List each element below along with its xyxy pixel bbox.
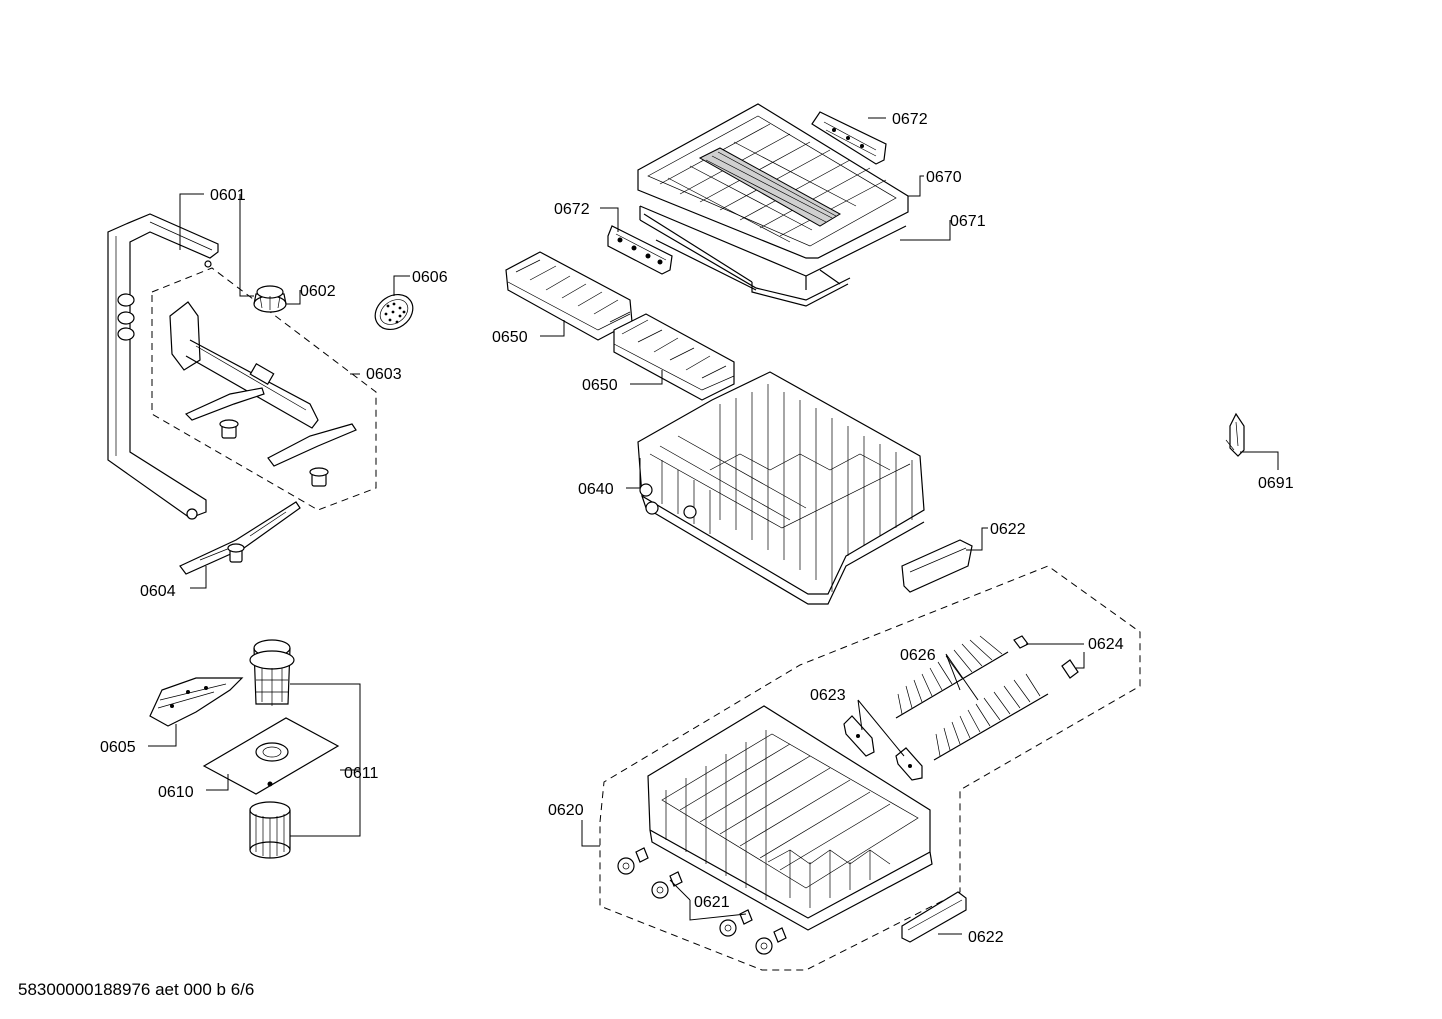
part-0672-end-cap-top bbox=[811, 111, 887, 165]
leader-0621 bbox=[669, 879, 747, 921]
part-0671-drawer-rail-frame bbox=[639, 213, 851, 307]
part-0624-clip-bottom bbox=[1061, 659, 1079, 679]
leader-0670 bbox=[908, 175, 924, 197]
leader-lines bbox=[148, 117, 1279, 935]
leader-0611 bbox=[290, 683, 361, 837]
part-0650-cup-shelf-upper bbox=[505, 251, 633, 341]
callout-0650-upper: 0650 bbox=[492, 329, 528, 346]
leader-0640 bbox=[626, 458, 641, 489]
callout-0672-left: 0672 bbox=[554, 201, 590, 218]
callout-0602: 0602 bbox=[300, 283, 336, 300]
part-0602-connector bbox=[253, 285, 287, 313]
part-0691-hook-clip bbox=[1225, 412, 1245, 457]
part-0623-tine-holder-left bbox=[843, 715, 875, 757]
part-0620-lower-basket bbox=[647, 705, 933, 931]
leader-0672-left bbox=[600, 207, 619, 232]
part-0601-supply-pipe bbox=[107, 213, 219, 520]
leader-0602 bbox=[239, 194, 301, 305]
callout-0623: 0623 bbox=[810, 687, 846, 704]
callout-0622-top: 0622 bbox=[990, 521, 1026, 538]
leader-0620 bbox=[581, 820, 600, 847]
part-0611-filter-cylinder bbox=[249, 639, 295, 706]
leader-0623 bbox=[857, 699, 905, 757]
callout-0604: 0604 bbox=[140, 583, 176, 600]
leader-0610 bbox=[206, 774, 229, 791]
document-id-footer: 58300000188976 aet 000 b 6/6 bbox=[18, 980, 255, 999]
callout-0672-top: 0672 bbox=[892, 111, 928, 128]
leader-0650-lower bbox=[630, 370, 663, 385]
leader-0622-top bbox=[966, 527, 988, 551]
leader-0606 bbox=[393, 275, 410, 296]
callout-0626: 0626 bbox=[900, 647, 936, 664]
part-0650-cup-shelf-lower bbox=[613, 313, 735, 401]
part-0610-flat-filter bbox=[202, 717, 340, 795]
leader-0626 bbox=[945, 653, 979, 701]
callout-0640: 0640 bbox=[578, 481, 614, 498]
group-border-0620 bbox=[599, 565, 1141, 971]
part-0605-micro-filter-plate bbox=[149, 677, 244, 727]
leader-0605 bbox=[148, 724, 177, 747]
callout-0622-bottom: 0622 bbox=[968, 929, 1004, 946]
callout-0621: 0621 bbox=[694, 894, 730, 911]
callout-0624: 0624 bbox=[1088, 636, 1124, 653]
part-0623-tine-holder-right bbox=[895, 747, 923, 781]
callout-0601: 0601 bbox=[210, 187, 246, 204]
part-0604-lower-spray-arm bbox=[179, 501, 301, 575]
part-0672-end-cap-left bbox=[607, 225, 673, 275]
callout-labels: 0601 0602 0606 0603 0604 0605 0610 0611 … bbox=[100, 111, 1294, 946]
part-0622-handle-bottom bbox=[901, 891, 967, 943]
leader-0624 bbox=[1026, 643, 1085, 669]
part-0624-clip-top bbox=[1013, 635, 1029, 649]
callout-0670: 0670 bbox=[926, 169, 962, 186]
group-border-0603 bbox=[151, 267, 377, 511]
leader-0601 bbox=[179, 193, 204, 250]
callout-0605: 0605 bbox=[100, 739, 136, 756]
part-0670-cutlery-drawer bbox=[637, 103, 909, 290]
leader-0691 bbox=[1240, 451, 1279, 470]
part-0622-handle-top bbox=[901, 539, 973, 593]
part-0603-spray-arm-assembly bbox=[169, 301, 357, 487]
part-0626-tine-rows bbox=[895, 635, 1049, 761]
callout-0610: 0610 bbox=[158, 784, 194, 801]
leader-0671 bbox=[900, 220, 951, 241]
part-0606-sieve-cap bbox=[374, 293, 414, 331]
callout-0603: 0603 bbox=[366, 366, 402, 383]
leader-0604 bbox=[190, 566, 207, 589]
part-0621-rollers bbox=[617, 847, 787, 955]
callout-0671: 0671 bbox=[950, 213, 986, 230]
callout-0691: 0691 bbox=[1258, 475, 1294, 492]
callout-0606: 0606 bbox=[412, 269, 448, 286]
callout-0650-lower: 0650 bbox=[582, 377, 618, 394]
part-0611-fine-filter bbox=[249, 801, 291, 859]
callout-0620: 0620 bbox=[548, 802, 584, 819]
part-0640-upper-basket bbox=[637, 371, 925, 605]
leader-0650-upper bbox=[540, 320, 565, 337]
callout-0611: 0611 bbox=[344, 765, 379, 782]
